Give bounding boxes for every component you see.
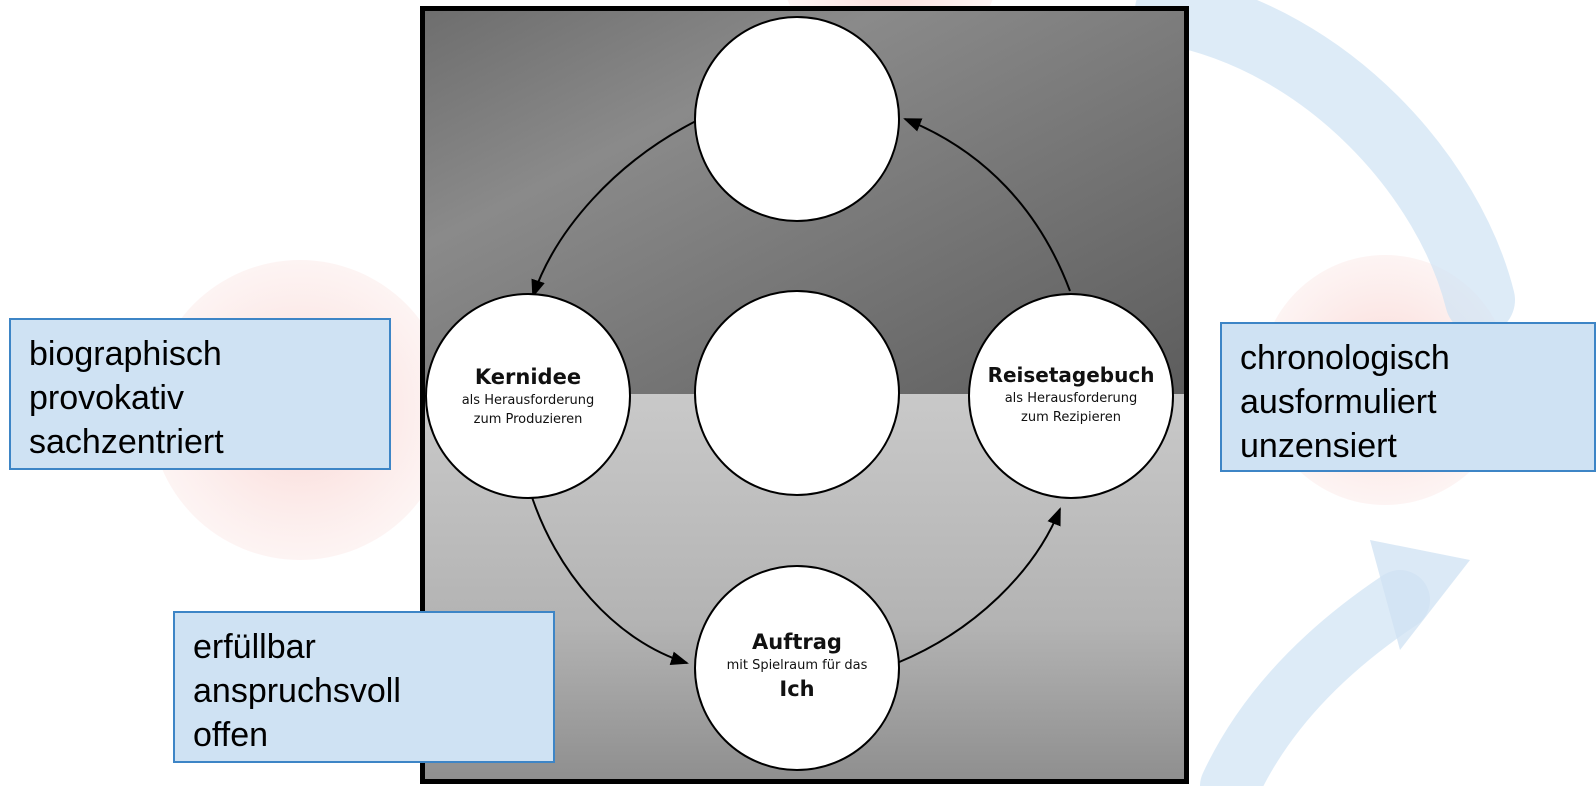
circle-center-empty [694, 290, 900, 496]
node-kernidee-sub2: zum Produzieren [473, 412, 583, 427]
deco-blue-arrow-upper [1135, 0, 1515, 335]
node-auftrag-sub1: mit Spielraum für das [726, 658, 868, 673]
box-right-line-3: unzensiert [1240, 427, 1397, 465]
box-bottom-line-2: anspruchsvoll [193, 672, 401, 710]
node-auftrag-label: Auftrag mit Spielraum für das Ich [694, 628, 900, 703]
node-kernidee-label: Kernidee als Herausforderung zum Produzi… [425, 363, 631, 429]
circle-auftrag [694, 565, 900, 771]
node-reisetagebuch-sub2: zum Rezipieren [1021, 410, 1121, 425]
text-box-left: biographisch provokativ sachzentriert [9, 318, 391, 470]
text-box-bottom: erfüllbar anspruchsvoll offen [173, 611, 555, 763]
circle-kernidee [425, 293, 631, 499]
node-kernidee-sub1: als Herausforderung [461, 393, 595, 408]
arrow-kernidee-to-auftrag [529, 490, 689, 666]
box-right-line-2: ausformuliert [1240, 383, 1437, 421]
deco-blue-arrow-lower [1200, 570, 1430, 786]
text-box-right: chronologisch ausformuliert unzensiert [1220, 322, 1596, 472]
circle-top-empty [694, 16, 900, 222]
node-reisetagebuch-sub1: als Herausforderung [1004, 391, 1138, 406]
circle-reisetagebuch [968, 293, 1174, 499]
node-reisetagebuch-title: Reisetagebuch [987, 363, 1155, 387]
box-left-line-3: sachzentriert [29, 423, 224, 461]
box-right-line-1: chronologisch [1240, 339, 1450, 377]
node-kernidee-title: Kernidee [474, 365, 582, 389]
node-auftrag-title: Auftrag [752, 630, 842, 654]
box-bottom-line-3: offen [193, 716, 269, 754]
box-left-line-2: provokativ [29, 379, 184, 417]
box-left-line-1: biographisch [29, 335, 222, 373]
arrow-auftrag-to-reisetagebuch [896, 507, 1061, 664]
node-auftrag-title2: Ich [779, 677, 815, 701]
node-reisetagebuch-label: Reisetagebuch als Herausforderung zum Re… [968, 361, 1174, 427]
deco-blue-arrowhead [1370, 540, 1470, 650]
box-bottom-line-1: erfüllbar [193, 628, 316, 666]
arrow-top-to-kernidee [531, 118, 701, 298]
arrow-reisetagebuch-to-top [903, 118, 1071, 292]
